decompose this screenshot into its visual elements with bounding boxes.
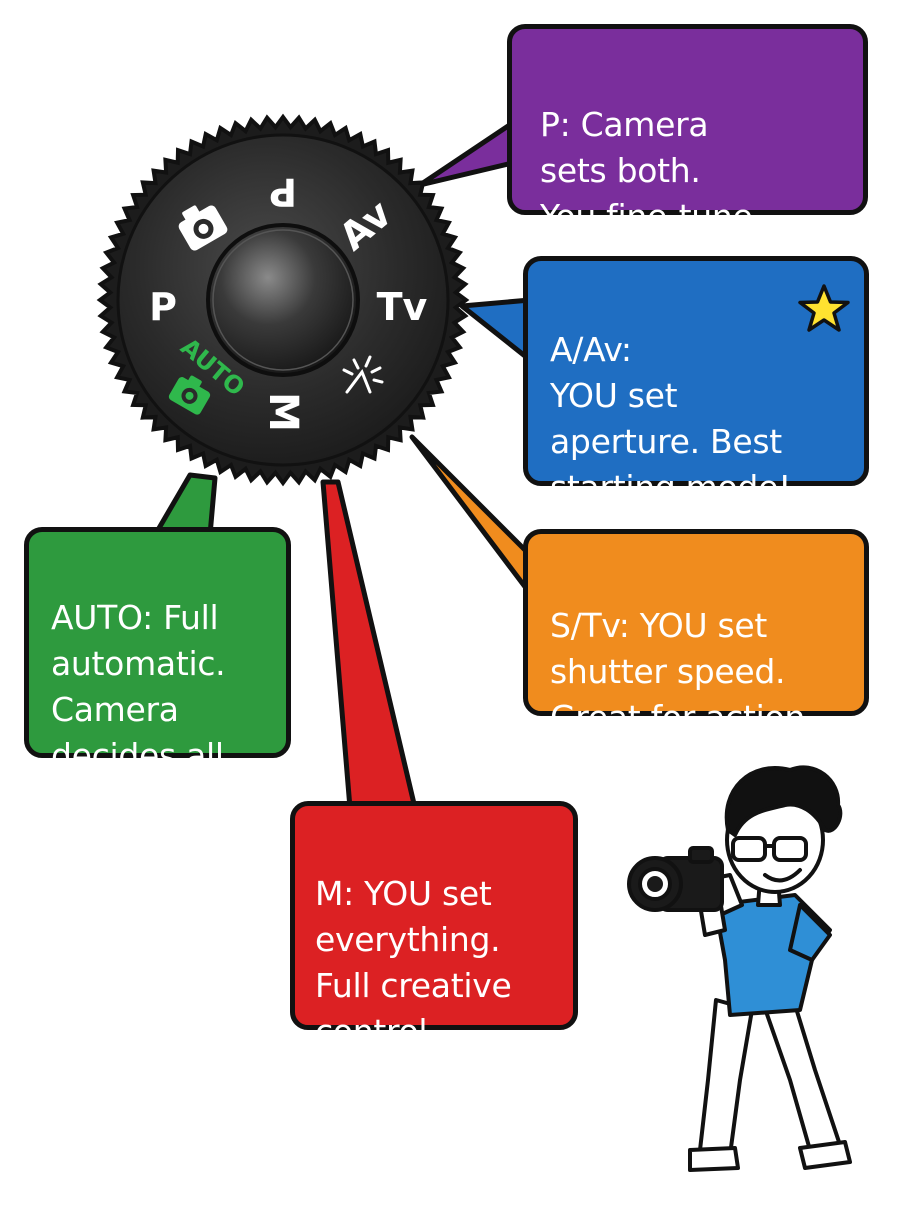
dial-label-m: M [260,392,306,432]
dial-label-p-top: P [269,170,297,214]
callout-aperture-text: A/Av: YOU set aperture. Best starting mo… [550,330,791,507]
callout-auto-mode: AUTO: Full automatic. Camera decides all… [24,527,291,775]
callout-auto-text: AUTO: Full automatic. Camera decides all… [51,598,234,775]
star-icon [798,284,850,332]
mode-dial: P Av Tv M P AUTO [96,113,470,487]
photographer-illustration [627,765,852,1172]
dial-label-tv: Tv [377,285,428,329]
pointer-m [320,479,418,811]
scene-mode-icon [342,355,384,394]
auto-camera-icon [168,375,211,415]
callout-program-text: P: Camera sets both. You fine-tune. [540,105,763,236]
callout-aperture-mode: A/Av: YOU set aperture. Best starting mo… [523,256,869,507]
callout-shutter-mode: S/Tv: YOU set shutter speed. Great for a… [523,529,869,737]
dial-label-p-left: P [149,285,177,329]
callout-manual-mode: M: YOU set everything. Full creative con… [290,801,578,1051]
callout-shutter-text: S/Tv: YOU set shutter speed. Great for a… [550,606,816,737]
pointer-av [459,297,533,363]
callout-manual-text: M: YOU set everything. Full creative con… [315,874,512,1051]
pointer-tv [409,434,538,603]
pointer-auto [152,472,218,538]
callout-program-mode: P: Camera sets both. You fine-tune. [507,24,868,236]
camera-icon [178,205,228,251]
